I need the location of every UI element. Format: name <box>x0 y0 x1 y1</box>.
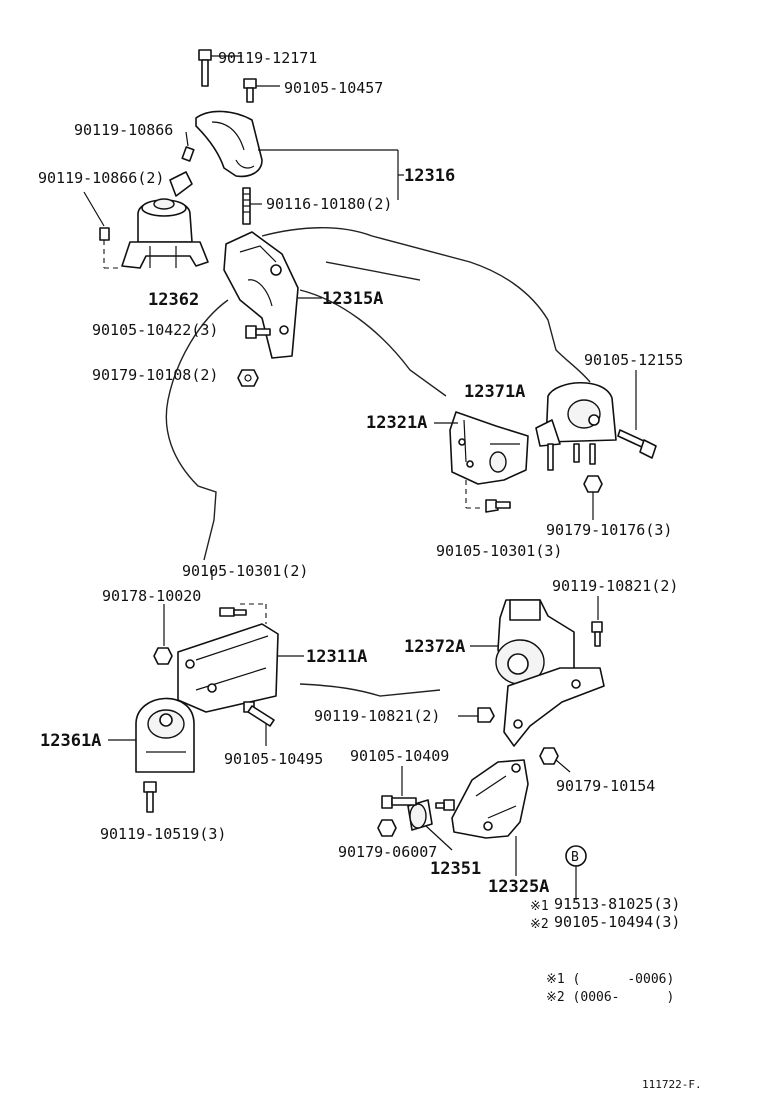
label-12361A: 12361A <box>40 731 101 751</box>
nut-90179-06007 <box>377 819 397 837</box>
label-90105-10301-3: 90105-10301(3) <box>436 542 562 560</box>
b-marker: B <box>565 845 587 900</box>
b-marker-text: B <box>571 850 579 865</box>
bolt-small <box>435 799 455 811</box>
label-12325A: 12325A <box>488 877 549 897</box>
label-90105-12155: 90105-12155 <box>584 351 683 369</box>
bolt-90119-12171 <box>198 49 242 87</box>
bolt-90105-10301-2 <box>211 570 267 624</box>
label-90119-10866: 90119-10866 <box>74 121 173 139</box>
bolt-90119-10821-2b <box>458 707 495 723</box>
label-12315A: 12315A <box>322 289 383 309</box>
label-12321A: 12321A <box>366 413 427 433</box>
bolt-90105-10495 <box>243 701 275 746</box>
bracket-12321A <box>434 411 529 509</box>
label-90105-10495: 90105-10495 <box>224 750 323 768</box>
bolt-90119-10866 <box>181 131 195 162</box>
mount-12371A <box>535 381 617 471</box>
label-90119-10821-2a: 90119-10821(2) <box>552 577 678 595</box>
legend: ※1 ( -0006) ※2 (0006- ) <box>546 972 674 1005</box>
label-90179-10108-2: 90179-10108(2) <box>92 366 218 384</box>
label-90179-10176-3: 90179-10176(3) <box>546 521 672 539</box>
mount-12361A <box>108 697 195 773</box>
label-90105-10301-2: 90105-10301(2) <box>182 562 308 580</box>
bolt-90119-10519 <box>143 781 157 813</box>
label-90179-10154: 90179-10154 <box>556 777 655 795</box>
mount-12372A <box>470 599 605 747</box>
label-90119-10519-3: 90119-10519(3) <box>100 825 226 843</box>
label-12316: 12316 <box>404 166 455 186</box>
legend-line-1: ※1 ( -0006) <box>546 972 674 987</box>
bolt-90105-10301-3 <box>485 499 511 513</box>
diagram-code: 111722-F. <box>642 1078 702 1091</box>
label-90105-10494-3: 90105-10494(3) <box>554 913 680 931</box>
label-90116-10180-2: 90116-10180(2) <box>266 195 392 213</box>
bolt-90105-10457 <box>243 78 280 103</box>
label-91513-81025-3: 91513-81025(3) <box>554 895 680 913</box>
label-90178-10020: 90178-10020 <box>102 587 201 605</box>
label-12351: 12351 <box>430 859 481 879</box>
bracket-12315A <box>223 231 322 359</box>
nut-90179-10176 <box>583 475 603 520</box>
note-marker-2: ※2 <box>530 917 549 932</box>
bolt-90119-10821-2a <box>591 596 603 647</box>
label-90119-12171: 90119-12171 <box>218 49 317 67</box>
legend-line-2: ※2 (0006- ) <box>546 990 674 1005</box>
label-90119-10821-2b: 90119-10821(2) <box>314 707 440 725</box>
bolt-90105-12155 <box>617 370 657 459</box>
bracket-12316 <box>195 110 404 200</box>
label-12311A: 12311A <box>306 647 367 667</box>
stud-90116-10180 <box>242 187 262 225</box>
label-90179-06007: 90179-06007 <box>338 843 437 861</box>
bracket-12325A <box>451 759 529 876</box>
bushing-12351 <box>407 799 453 851</box>
nut-90178-10020 <box>153 604 173 665</box>
note-marker-1: ※1 <box>530 899 549 914</box>
label-12362: 12362 <box>148 290 199 310</box>
bolt-90105-10409 <box>381 766 417 809</box>
label-12372A: 12372A <box>404 637 465 657</box>
label-90105-10409: 90105-10409 <box>350 747 449 765</box>
bracket-12311A <box>177 623 304 713</box>
mount-12362 <box>121 171 209 269</box>
engine-outline <box>165 227 591 697</box>
label-90119-10866-2: 90119-10866(2) <box>38 169 164 187</box>
label-90105-10422-3: 90105-10422(3) <box>92 321 218 339</box>
label-12371A: 12371A <box>464 382 525 402</box>
nut-90179-10108 <box>237 369 259 387</box>
nut-90179-10154 <box>539 747 571 773</box>
bolt-90105-10422 <box>245 325 271 339</box>
part-labels: 90119-12171 90105-10457 90119-10866 9011… <box>38 49 683 932</box>
bolt-90119-10866-2 <box>83 191 122 269</box>
label-90105-10457: 90105-10457 <box>284 79 383 97</box>
